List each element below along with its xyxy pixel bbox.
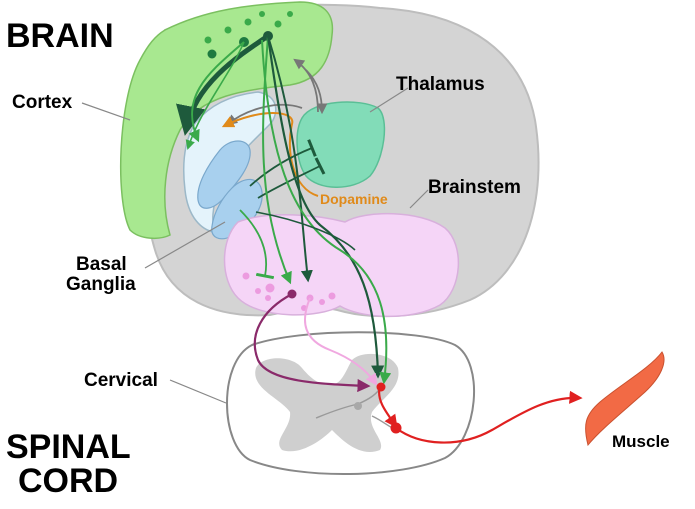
spinal-title-line2: CORD [18, 462, 118, 500]
spinal-title-line1: SPINAL [6, 428, 131, 466]
interneuron-dot [354, 402, 362, 410]
brainstem-label: Brainstem [428, 177, 521, 198]
cortex-label: Cortex [12, 92, 73, 113]
leader-lines [81, 87, 429, 404]
thalamus [296, 101, 386, 188]
brainstem [223, 212, 459, 318]
cervical-label: Cervical [84, 370, 158, 391]
basal-ganglia-label-line2: Ganglia [66, 274, 136, 295]
neural-pathways [176, 33, 583, 444]
dopamine-label: Dopamine [320, 191, 388, 207]
brain-title: BRAIN [6, 17, 114, 55]
muscle-shape [585, 351, 665, 447]
thalamus-label: Thalamus [396, 74, 485, 95]
lower-motor-neuron-dot [390, 422, 402, 434]
muscle-label: Muscle [612, 432, 670, 451]
basal-ganglia-label-line1: Basal [76, 254, 127, 275]
upper-motor-neuron-dot [376, 382, 386, 392]
